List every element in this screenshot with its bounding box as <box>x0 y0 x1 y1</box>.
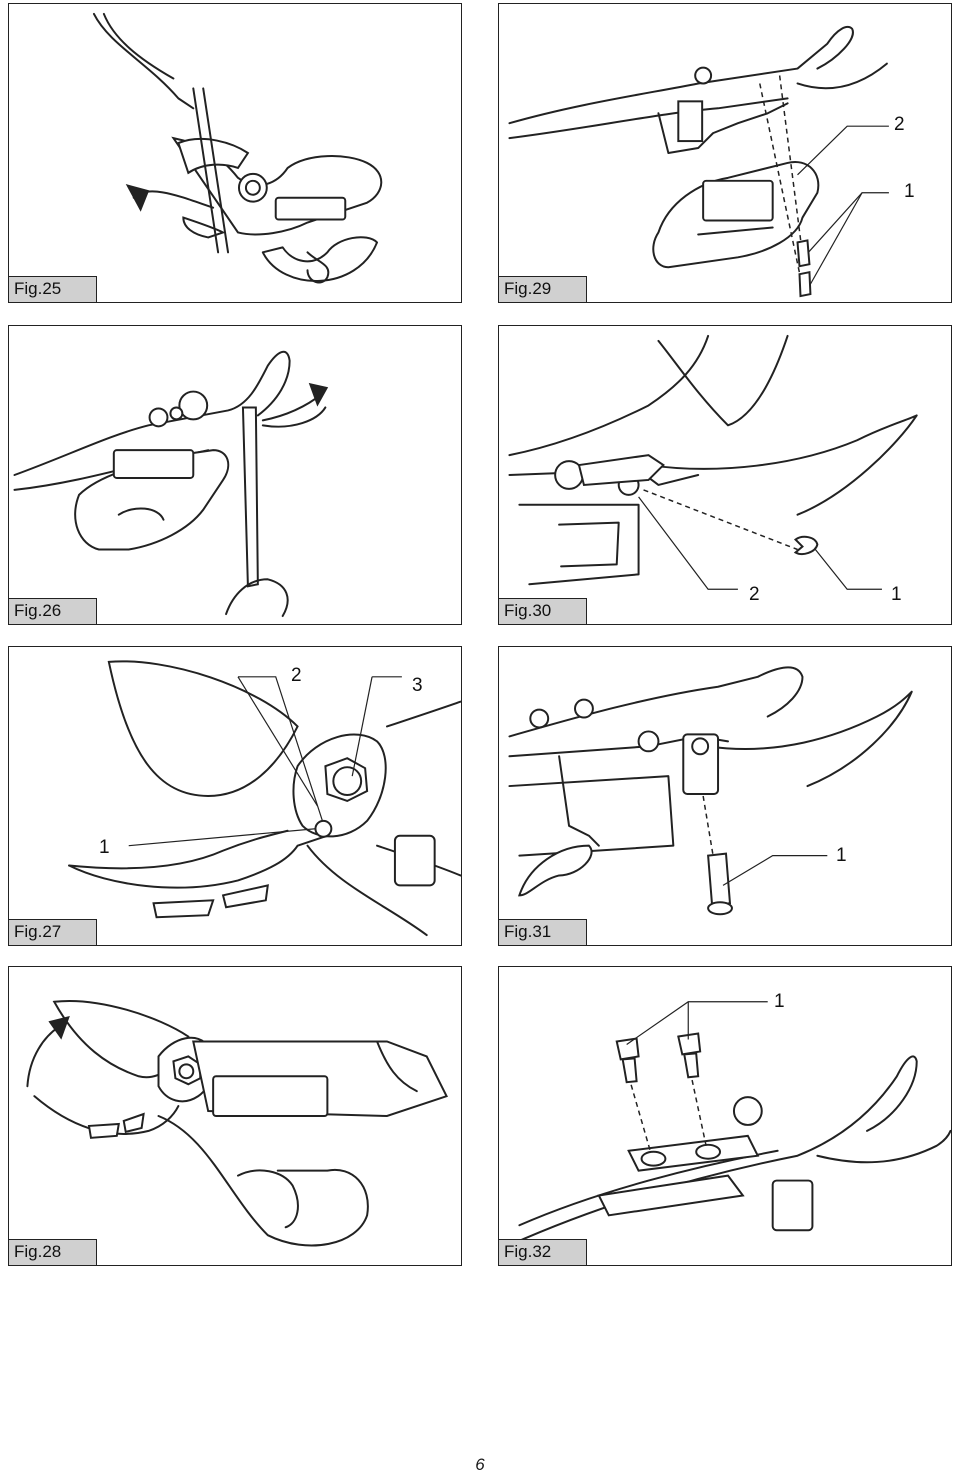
figure-panel-27: 2 3 1 Fig.27 <box>8 646 462 946</box>
figure-panel-25: Fig.25 <box>8 3 462 303</box>
callout-number: 2 <box>894 114 905 135</box>
pruner-illustration-25 <box>92 12 383 284</box>
callout-number: 2 <box>749 584 760 605</box>
figure-label: Fig.29 <box>499 276 587 302</box>
figure-label: Fig.30 <box>499 598 587 624</box>
figure-panel-31: 1 Fig.31 <box>498 646 952 946</box>
pruner-illustration-32 <box>508 1001 951 1247</box>
figure-label: Fig.31 <box>499 919 587 945</box>
figure-label: Fig.26 <box>9 598 97 624</box>
pruner-illustration-26 <box>13 350 329 618</box>
figure-panel-32: 1 Fig.32 <box>498 966 952 1266</box>
figure-label: Fig.27 <box>9 919 97 945</box>
callout-number: 2 <box>291 665 302 686</box>
callout-number: 1 <box>774 991 785 1012</box>
pruner-illustration-29 <box>508 25 889 298</box>
callout-number: 1 <box>836 845 847 866</box>
callout-number: 1 <box>99 837 110 858</box>
callout-number: 3 <box>412 675 423 696</box>
pruner-illustration-30 <box>508 334 918 590</box>
figure-panel-29: 2 1 Fig.29 <box>498 3 952 303</box>
figure-label: Fig.28 <box>9 1239 97 1265</box>
figure-label: Fig.25 <box>9 276 97 302</box>
pruner-illustration-28 <box>26 1000 448 1247</box>
figure-panel-30: 2 1 Fig.30 <box>498 325 952 625</box>
page-number: 6 <box>475 1455 485 1474</box>
pruner-illustration-27 <box>68 660 461 937</box>
figure-label: Fig.32 <box>499 1239 587 1265</box>
figure-panel-28: Fig.28 <box>8 966 462 1266</box>
callout-number: 1 <box>904 181 915 202</box>
callout-number: 1 <box>891 584 902 605</box>
pruner-illustration-31 <box>508 666 913 916</box>
figure-panel-26: Fig.26 <box>8 325 462 625</box>
